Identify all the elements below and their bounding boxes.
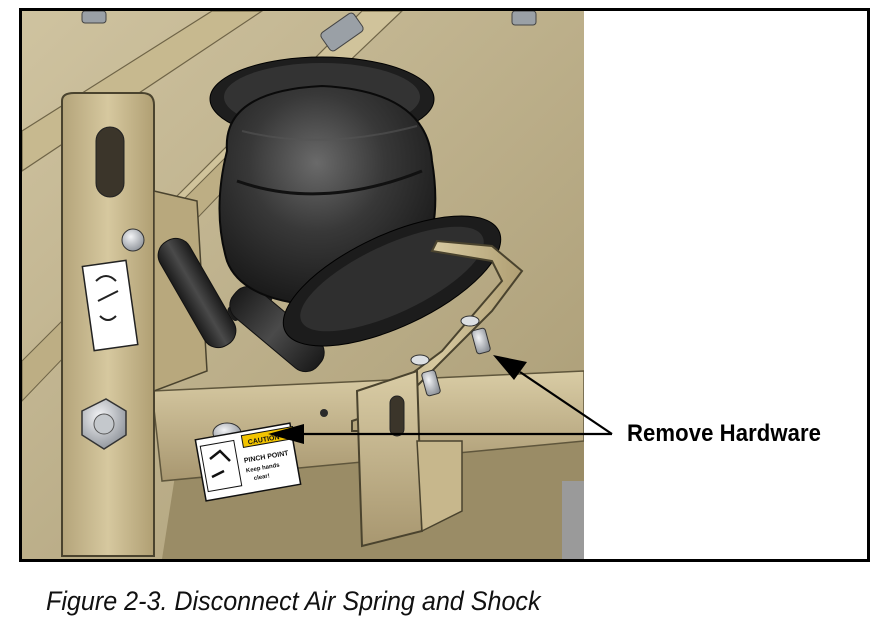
clear-text: clear!	[253, 473, 270, 482]
caution-decal: CAUTION PINCH POINT Keep hands clear!	[194, 422, 302, 502]
figure-caption: Figure 2-3. Disconnect Air Spring and Sh…	[46, 586, 541, 616]
air-spring	[209, 56, 502, 347]
keep-hands-text: Keep hands	[246, 463, 281, 475]
air-spring-shock-illustration: CAUTION PINCH POINT Keep hands clear!	[22, 11, 584, 559]
leader-line-upper	[519, 371, 613, 435]
remove-hardware-label: Remove Hardware	[627, 420, 822, 447]
shock-absorber	[157, 237, 325, 373]
warning-decal-left	[81, 259, 139, 352]
arrowhead-lower	[268, 424, 304, 444]
arrowhead-upper	[493, 355, 527, 380]
hardware-bolts	[410, 315, 491, 397]
